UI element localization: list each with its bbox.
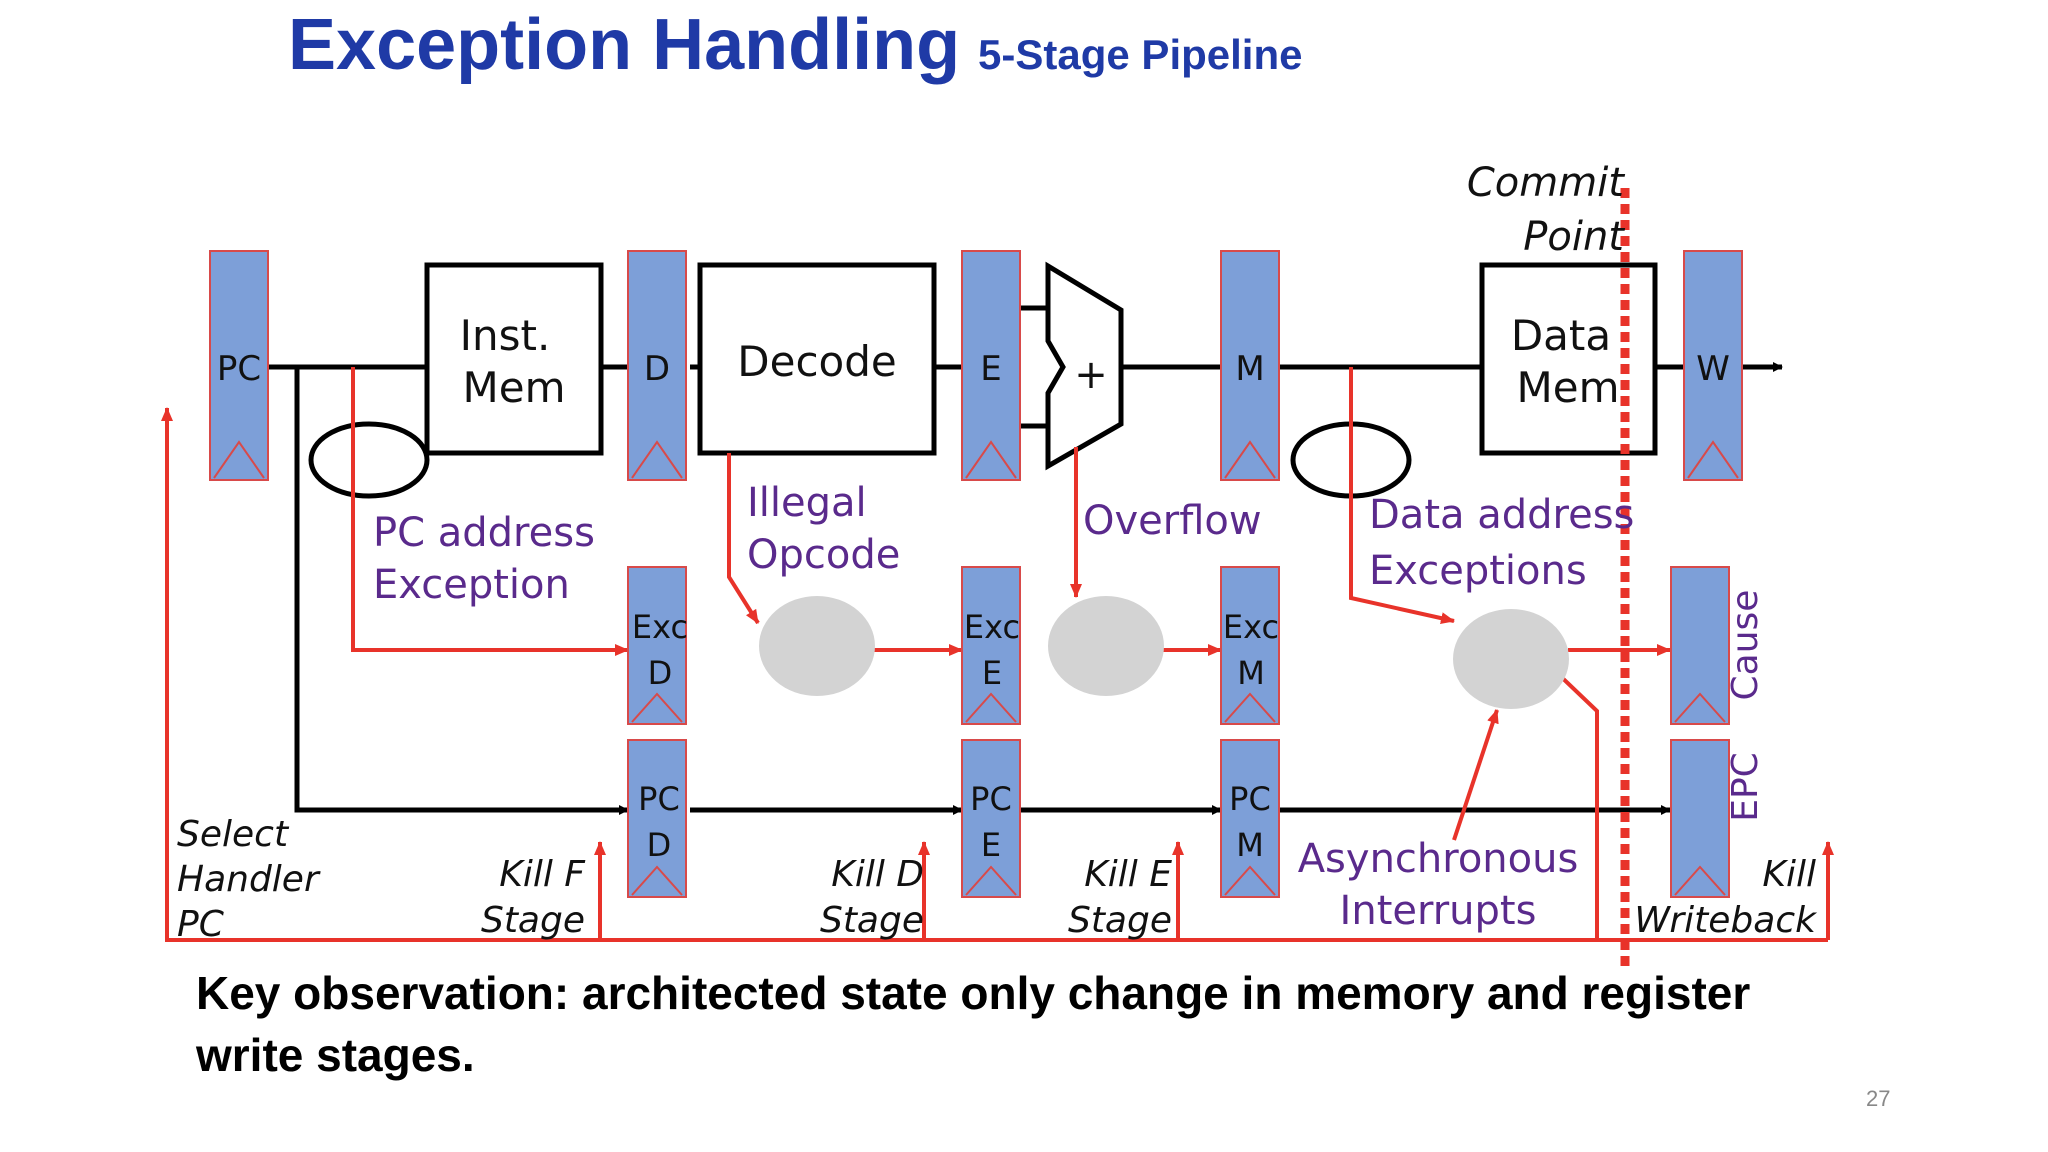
pc-register-label: PC — [217, 349, 261, 389]
alu-unit: + — [1045, 261, 1124, 471]
exception-merge-circles — [759, 596, 1569, 709]
illegal-opcode-line2: Opcode — [747, 532, 900, 578]
title-subtitle: 5-Stage Pipeline — [978, 31, 1303, 78]
kill-e-line2: Stage — [1068, 900, 1172, 941]
pc-register-e: PC E — [961, 739, 1021, 898]
slide-title: Exception Handling 5-Stage Pipeline — [288, 4, 1302, 86]
pipeline-register-m: M — [1220, 250, 1280, 481]
datapath-wires — [268, 305, 1783, 815]
w-register-label: W — [1696, 349, 1730, 389]
select-handler-line2: Handler — [177, 859, 321, 900]
pc-e-label-line1: PC — [970, 780, 1012, 818]
pc-m-label-line1: PC — [1229, 780, 1271, 818]
pc-d-label-line2: D — [647, 826, 672, 864]
select-handler-line1: Select — [177, 814, 290, 855]
pc-address-exception-line1: PC address — [373, 510, 595, 556]
data-mem-label-line2: Mem — [1517, 363, 1620, 412]
async-interrupts-line1: Asynchronous — [1298, 836, 1579, 882]
kill-writeback-line2: Writeback — [1634, 900, 1818, 941]
exc-register-d: Exc D — [627, 566, 688, 725]
exception-control-wires — [161, 367, 1834, 942]
kill-f-line1: Kill F — [499, 854, 586, 895]
exc-m-label-line1: Exc — [1223, 608, 1279, 646]
exception-source-labels: PC address Exception Illegal Opcode Over… — [373, 480, 1634, 934]
exc-e-label-line2: E — [982, 654, 1002, 692]
pc-register-m: PC M — [1220, 739, 1280, 898]
async-interrupts-line2: Interrupts — [1340, 888, 1537, 934]
exc-register-m: Exc M — [1220, 566, 1280, 725]
inst-mem-label-line1: Inst. — [460, 311, 551, 360]
inst-mem-unit: Inst. Mem — [424, 262, 604, 456]
exc-e-label-line1: Exc — [964, 608, 1020, 646]
exc-m-label-line2: M — [1237, 654, 1265, 692]
pc-address-check — [308, 421, 430, 499]
commit-point: Commit Point — [1467, 160, 1630, 970]
title-main: Exception Handling — [288, 5, 961, 85]
kill-writeback-line1: Kill — [1762, 854, 1816, 895]
d-register-label: D — [644, 349, 670, 389]
kill-f-line2: Stage — [481, 900, 585, 941]
data-address-exception-line2: Exceptions — [1369, 548, 1587, 594]
exception-check-ellipses — [308, 421, 1412, 499]
m-register-label: M — [1235, 349, 1264, 389]
exc-d-label-line2: D — [648, 654, 673, 692]
kill-d-line1: Kill D — [831, 854, 924, 895]
kill-e-line1: Kill E — [1084, 854, 1172, 895]
pc-e-label-line2: E — [981, 826, 1001, 864]
epc-label: EPC — [1725, 752, 1766, 822]
kill-d-line2: Stage — [820, 900, 924, 941]
decode-unit: Decode — [697, 262, 937, 456]
alu-plus-label: + — [1074, 352, 1108, 398]
inst-mem-label-line2: Mem — [463, 363, 566, 412]
exception-merge-e — [1048, 596, 1164, 696]
pipeline-register-e: E — [961, 250, 1021, 481]
exc-d-label-line1: Exc — [632, 608, 688, 646]
cause-register: Cause — [1670, 566, 1766, 725]
pipeline-register-d: D — [627, 250, 687, 481]
epc-register: EPC — [1670, 739, 1766, 898]
data-mem-label-line1: Data — [1511, 311, 1611, 360]
pc-d-label-line1: PC — [638, 780, 680, 818]
overflow-label: Overflow — [1083, 498, 1262, 544]
exception-merge-d — [759, 596, 875, 696]
data-address-exception-line1: Data address — [1369, 492, 1634, 538]
e-register-label: E — [980, 349, 1001, 389]
decode-label: Decode — [737, 337, 896, 386]
pipeline-register-pc: PC — [209, 250, 269, 481]
pc-register-d: PC D — [627, 739, 687, 898]
control-labels: Select Handler PC Kill F Stage Kill D St… — [177, 814, 1818, 945]
exception-merge-m — [1453, 609, 1569, 709]
cause-label: Cause — [1725, 590, 1766, 701]
key-observation: Key observation: architected state only … — [196, 967, 1751, 1081]
pipeline-register-w: W — [1683, 250, 1743, 481]
commit-label-line1: Commit — [1467, 160, 1625, 206]
pc-address-exception-line2: Exception — [373, 562, 570, 608]
select-handler-line3: PC — [177, 904, 225, 945]
pc-m-label-line2: M — [1236, 826, 1264, 864]
commit-label-line2: Point — [1523, 214, 1625, 260]
illegal-opcode-line1: Illegal — [747, 480, 867, 526]
exc-register-e: Exc E — [961, 566, 1021, 725]
page-number: 27 — [1866, 1086, 1891, 1111]
